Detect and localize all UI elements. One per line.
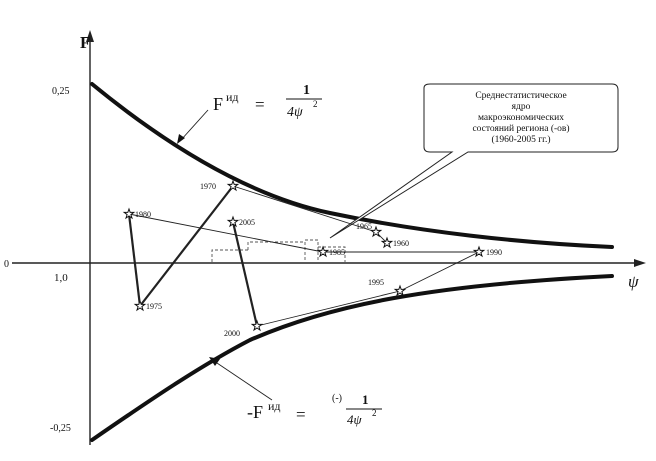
callout-text: Среднестатистическое ядро макроэкономиче… bbox=[472, 91, 569, 145]
upper-formula: F ид = 1 4ψ 2 bbox=[213, 83, 322, 120]
point-1980-label: 1980 bbox=[135, 210, 151, 219]
point-1960: 1960 bbox=[380, 236, 409, 249]
segment-1970-1975 bbox=[139, 185, 234, 307]
average-core-region bbox=[211, 239, 346, 262]
y-bottom-tick: -0,25 bbox=[50, 423, 71, 434]
callout-line-2: ядро bbox=[512, 102, 531, 112]
star-icon bbox=[380, 236, 394, 249]
point-1985: 1985 bbox=[316, 245, 345, 258]
point-1980: 1980 bbox=[122, 207, 151, 220]
star-icon bbox=[226, 179, 240, 192]
segment-1975-1980 bbox=[127, 213, 142, 307]
lower-formula-sup: ид bbox=[268, 399, 281, 413]
star-icon bbox=[369, 225, 383, 238]
callout-line-5: (1960-2005 гг.) bbox=[492, 134, 551, 145]
point-1965: 1965 bbox=[356, 222, 383, 238]
point-1975: 1975 bbox=[133, 299, 162, 312]
point-1960-label: 1960 bbox=[393, 239, 409, 248]
lower-formula-num: 1 bbox=[362, 392, 369, 407]
point-2000: 2000 bbox=[224, 319, 264, 338]
star-icon bbox=[316, 245, 330, 258]
lower-pointer-head bbox=[209, 357, 220, 366]
upper-formula-num: 1 bbox=[303, 83, 310, 98]
x-axis-arrow bbox=[634, 259, 646, 267]
upper-formula-eq: = bbox=[255, 95, 265, 114]
point-1965-label: 1965 bbox=[356, 222, 372, 231]
lower-ideal-curve bbox=[90, 274, 614, 442]
upper-ideal-curve bbox=[90, 82, 614, 249]
star-icon bbox=[393, 284, 407, 297]
point-2000-label: 2000 bbox=[224, 329, 240, 338]
left-zero: 0 bbox=[4, 259, 9, 270]
trajectory bbox=[127, 185, 480, 327]
lower-formula-den: 4ψ bbox=[347, 412, 363, 427]
lower-formula-pointer bbox=[213, 360, 273, 401]
point-2005: 2005 bbox=[226, 215, 255, 228]
callout-line-4: состояний региона (-ов) bbox=[472, 123, 569, 134]
y-top-tick: 0,25 bbox=[52, 86, 70, 97]
lower-formula-sign: (-) bbox=[332, 393, 342, 404]
upper-formula-den: 4ψ bbox=[287, 105, 303, 120]
star-icon bbox=[122, 207, 136, 220]
point-1990-label: 1990 bbox=[486, 248, 502, 257]
point-1990: 1990 bbox=[472, 245, 502, 258]
segment-1965-1970 bbox=[232, 185, 377, 233]
lower-formula-prefix: -F bbox=[247, 402, 263, 422]
upper-pointer-head bbox=[177, 134, 185, 144]
point-2005-label: 2005 bbox=[239, 218, 255, 227]
point-1970: 1970 bbox=[200, 179, 240, 192]
star-icon bbox=[226, 215, 240, 228]
y-axis-label: F bbox=[80, 33, 90, 52]
star-icon bbox=[250, 319, 264, 332]
segment-2000-2005 bbox=[231, 221, 259, 327]
upper-formula-prefix: F bbox=[213, 94, 223, 114]
point-1985-label: 1985 bbox=[329, 248, 345, 257]
star-icon bbox=[133, 299, 147, 312]
segment-1995-2000 bbox=[256, 290, 401, 327]
star-icon bbox=[472, 245, 486, 258]
point-1970-label: 1970 bbox=[200, 182, 216, 191]
segment-1980-1985 bbox=[128, 213, 324, 253]
point-1995-label: 1995 bbox=[368, 278, 384, 287]
callout-line-3: макроэкономических bbox=[478, 113, 564, 123]
lower-formula: -F ид = (-) 1 4ψ 2 bbox=[247, 392, 382, 427]
x-axis-label: ψ bbox=[628, 272, 639, 291]
year-points: 1980 1975 1970 2005 2000 1965 1960 1985 bbox=[122, 179, 502, 338]
upper-formula-pointer bbox=[180, 109, 209, 141]
upper-formula-sup: ид bbox=[226, 90, 239, 104]
segment-1990-1995 bbox=[399, 251, 480, 292]
lower-formula-eq: = bbox=[296, 405, 306, 424]
callout-line-1: Среднестатистическое bbox=[475, 91, 566, 101]
upper-formula-den-exp: 2 bbox=[313, 99, 318, 109]
point-1975-label: 1975 bbox=[146, 302, 162, 311]
origin-tick: 1,0 bbox=[54, 272, 68, 284]
lower-formula-den-exp: 2 bbox=[372, 408, 377, 418]
y-axis-arrow bbox=[86, 30, 94, 42]
point-1995: 1995 bbox=[368, 278, 407, 297]
callout-box bbox=[329, 83, 619, 239]
